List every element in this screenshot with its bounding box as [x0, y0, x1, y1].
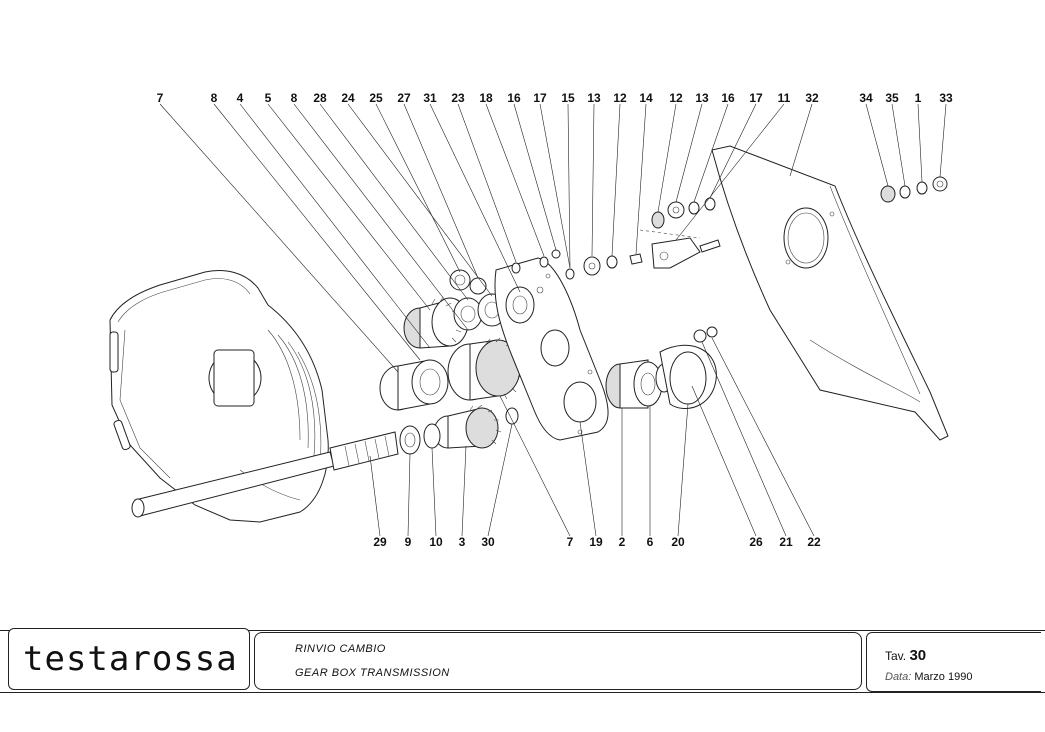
tav-number: 30 — [909, 647, 927, 664]
date-value: Marzo 1990 — [914, 671, 973, 683]
date-label: Data: — [885, 671, 912, 683]
callout: 35 — [885, 91, 899, 105]
callout: 31 — [423, 91, 437, 105]
shield-plate — [711, 145, 949, 441]
callout: 2 — [619, 535, 626, 549]
title-english: GEAR BOX TRANSMISSION — [295, 667, 450, 679]
tav-label: Tav. — [885, 649, 907, 663]
callout: 9 — [405, 535, 412, 549]
callout: 12 — [669, 91, 683, 105]
callouts-bottom: 29 9 10 3 30 7 19 2 6 20 26 21 22 — [373, 535, 821, 549]
callout: 26 — [749, 535, 763, 549]
leader-lines — [159, 103, 947, 537]
callout: 19 — [589, 535, 603, 549]
title-block-top-rule — [0, 630, 1045, 631]
callout: 13 — [587, 91, 601, 105]
output-shaft — [131, 431, 399, 518]
callout: 12 — [613, 91, 627, 105]
title-block-bottom-rule — [0, 692, 1045, 693]
callout: 24 — [341, 91, 355, 105]
callouts-top: 7 8 4 5 8 28 24 25 27 31 23 18 16 17 15 … — [157, 91, 953, 105]
small-parts-row — [511, 197, 721, 280]
callout: 30 — [481, 535, 495, 549]
callout: 28 — [313, 91, 327, 105]
callout: 8 — [211, 91, 218, 105]
reference-box: Tav. 30 Data: Marzo 1990 — [866, 632, 1041, 692]
nut-set — [880, 176, 948, 203]
callout: 16 — [721, 91, 735, 105]
callout: 33 — [939, 91, 953, 105]
callout: 7 — [157, 91, 164, 105]
callout: 29 — [373, 535, 387, 549]
callout: 16 — [507, 91, 521, 105]
description-box: RINVIO CAMBIO GEAR BOX TRANSMISSION — [254, 632, 862, 690]
callout: 17 — [533, 91, 547, 105]
callout: 8 — [291, 91, 298, 105]
brand-logo: testarossa — [23, 639, 238, 679]
right-hub — [605, 326, 718, 409]
callout: 3 — [459, 535, 466, 549]
date-row: Data: Marzo 1990 — [885, 671, 972, 683]
callout: 6 — [647, 535, 654, 549]
callout: 1 — [915, 91, 922, 105]
callout: 11 — [778, 91, 791, 105]
callout: 13 — [695, 91, 709, 105]
table-number: Tav. 30 — [885, 647, 926, 664]
callout: 23 — [451, 91, 465, 105]
callout: 7 — [567, 535, 574, 549]
callout: 32 — [805, 91, 819, 105]
callout: 15 — [561, 91, 575, 105]
callout: 10 — [429, 535, 443, 549]
callout: 18 — [479, 91, 493, 105]
transmission-cover — [494, 257, 609, 441]
callout: 4 — [237, 91, 244, 105]
callout: 21 — [779, 535, 793, 549]
callout: 5 — [265, 91, 272, 105]
brand-box: testarossa — [8, 628, 250, 690]
gearbox-housing — [109, 270, 329, 523]
callout: 20 — [671, 535, 685, 549]
callout: 17 — [749, 91, 763, 105]
callout: 25 — [369, 91, 383, 105]
callout: 14 — [639, 91, 653, 105]
callout: 34 — [859, 91, 873, 105]
callout: 22 — [807, 535, 821, 549]
title-italian: RINVIO CAMBIO — [295, 643, 386, 655]
callout: 27 — [397, 91, 411, 105]
